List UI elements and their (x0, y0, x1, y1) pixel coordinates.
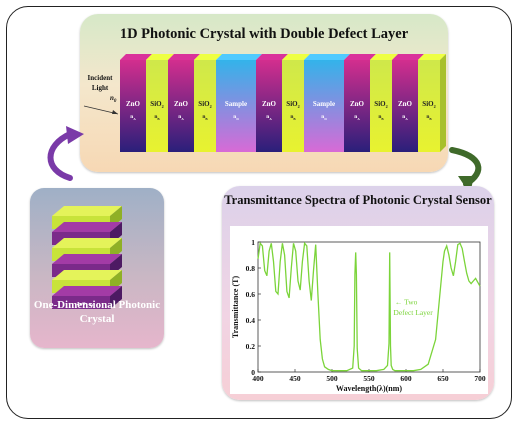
layer-material-label: ZnO (174, 100, 189, 108)
stack-caption-line1: One-Dimensional Photonic (33, 299, 161, 311)
layer-top-face (168, 54, 200, 60)
stack-layer-top (52, 206, 122, 216)
stack-layer-top (52, 254, 122, 264)
layer-top-face (216, 54, 262, 60)
layer-top-face (282, 54, 310, 60)
x-tick-label: 500 (326, 374, 338, 383)
layer-zno-block (256, 60, 282, 152)
layer-index-label: nD (321, 114, 327, 121)
defect-annotation: Defect Layer (393, 308, 433, 317)
layer-zno-block (168, 60, 194, 152)
layer-material-label: SiO2 (286, 100, 299, 109)
transmittance-chart: 400 450 500 550 600 650 700 0 0.2 0.4 0.6 0.8 1Wavel… (231, 238, 486, 393)
layer-index-label: nA (130, 114, 136, 121)
layer-top-face (146, 54, 174, 60)
layer-material-label: SiO2 (198, 100, 211, 109)
stack-layer-top (52, 270, 122, 280)
incident-ray (83, 105, 119, 115)
x-tick-label: 600 (400, 374, 412, 383)
layer-sio-block (282, 60, 304, 152)
layer-index-label: nB (202, 114, 208, 121)
x-tick-label: 700 (474, 374, 486, 383)
layer-material-label: ZnO (398, 100, 413, 108)
layer-sio-block (418, 60, 440, 152)
y-tick-label: 0.6 (246, 290, 256, 299)
one-dimensional-crystal-panel: SiO2nBZnOnASiO2nBZnOnASiO2nBZnOnA (30, 188, 164, 348)
stack-layer-top (52, 238, 122, 248)
stack-caption: One-Dimensional Photonic Crystal (30, 298, 164, 326)
layer-zno-block (392, 60, 418, 152)
y-tick-label: 0.2 (246, 342, 256, 351)
layer-zno-block (344, 60, 370, 152)
layer-top-face (194, 54, 222, 60)
y-tick-label: 0.8 (246, 264, 256, 273)
stack-caption-line2: Crystal (79, 313, 115, 325)
n-in-label: n0 (110, 94, 117, 104)
y-tick-label: 0.4 (246, 316, 256, 325)
stack-layer-zno (52, 296, 110, 309)
transmittance-curve (257, 241, 481, 372)
y-tick-label: 0 (251, 368, 255, 377)
incident-light-label: Incident (88, 74, 114, 82)
layer-top-face (392, 54, 424, 60)
layer-top-face (256, 54, 288, 60)
layer-index-label: nB (154, 114, 160, 121)
layer-material-label: ZnO (126, 100, 141, 108)
incident-light-label: Light (92, 84, 109, 92)
layer-material-label: ZnO (262, 100, 277, 108)
layer-index-label: nA (354, 114, 360, 121)
x-tick-label: 650 (437, 374, 449, 383)
transmittance-title: Transmittance Spectra of Photonic Crysta… (224, 193, 492, 207)
layer-material-label: ZnO (350, 100, 365, 108)
stack-3d-illustration: SiO2nBZnOnASiO2nBZnOnASiO2nBZnOnA (52, 206, 122, 309)
incident-ray-head (112, 110, 118, 114)
layer-sio-block (370, 60, 392, 152)
layer-top-face (370, 54, 398, 60)
layer-material-label: SiO2 (422, 100, 435, 109)
layer-stack-diagram: ZnO nA SiO2 nB ZnO nA SiO2 nB Sample nD ZnO nA SiO2 n… (83, 54, 446, 152)
stack-layer-side (110, 286, 122, 309)
layer-zno-block (120, 60, 146, 152)
photonic-crystal-title: 1D Photonic Crystal with Double Defect L… (119, 26, 409, 42)
layer-material-label: Sample (225, 100, 247, 108)
transmittance-panel: Transmittance Spectra of Photonic Crysta… (222, 186, 494, 400)
layer-index-label: nB (426, 114, 432, 121)
stack-layer-top (52, 222, 122, 232)
layer-sio-block (194, 60, 216, 152)
layer-sample-block (216, 60, 256, 152)
layer-top-face (418, 54, 446, 60)
layer-index-label: nA (402, 114, 408, 121)
layer-index-label: nB (290, 114, 296, 121)
x-tick-label: 400 (252, 374, 264, 383)
x-axis-label: Wavelength(λ)(nm) (336, 384, 402, 393)
layer-sio-block (146, 60, 168, 152)
photonic-crystal-panel: 1D Photonic Crystal with Double Defect L… (80, 14, 448, 172)
x-tick-label: 450 (289, 374, 301, 383)
layer-top-face (344, 54, 376, 60)
layer-top-face (304, 54, 350, 60)
layer-index-label: nB (378, 114, 384, 121)
stack-layer-top (52, 286, 122, 296)
layer-index-label: nD (233, 114, 239, 121)
layer-material-label: SiO2 (150, 100, 163, 109)
layer-material-label: Sample (313, 100, 335, 108)
defect-annotation: ← Two (395, 297, 418, 306)
y-tick-label: 1 (251, 238, 255, 247)
layer-index-label: nA (266, 114, 272, 121)
layer-index-label: nA (178, 114, 184, 121)
stack-side-face (440, 54, 446, 152)
x-tick-label: 550 (363, 374, 375, 383)
layer-top-face (120, 54, 152, 60)
layer-material-label: SiO2 (374, 100, 387, 109)
layer-sample-block (304, 60, 344, 152)
y-axis-label: Transmittance (T) (231, 276, 240, 339)
